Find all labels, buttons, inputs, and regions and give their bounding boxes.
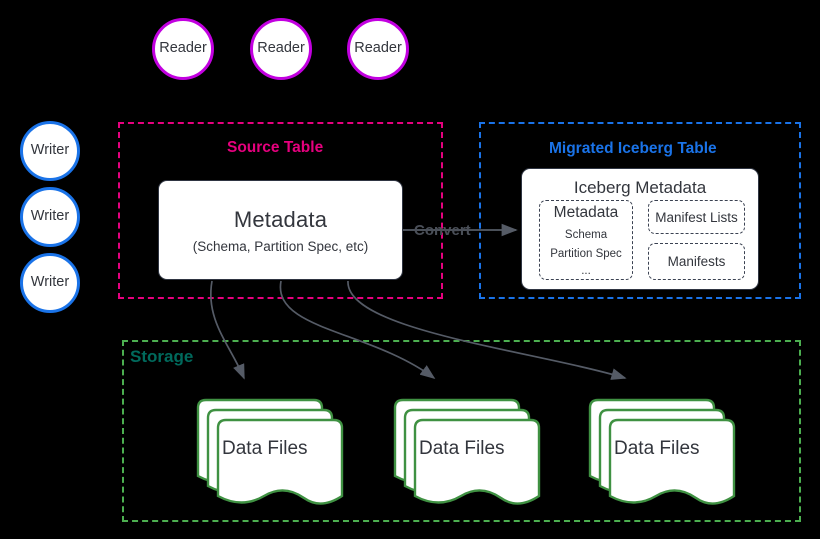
convert-label: Convert: [414, 222, 471, 239]
writer-node-3[interactable]: Writer: [20, 253, 80, 313]
iceberg-metadata-heading: Iceberg Metadata: [573, 178, 707, 197]
manifests-label: Manifests: [667, 254, 726, 269]
reader-node-3[interactable]: Reader: [347, 18, 409, 80]
source-table-title: Source Table: [227, 139, 324, 156]
writer-label: Writer: [30, 274, 70, 291]
data-files-label: Data Files: [419, 438, 505, 459]
reader-node-2[interactable]: Reader: [250, 18, 312, 80]
iceberg-metadata-line2: Schema: [564, 228, 608, 241]
manifest-lists-box[interactable]: Manifest Lists: [648, 200, 745, 234]
reader-label: Reader: [257, 40, 305, 57]
iceberg-metadata-line3: Partition Spec: [550, 247, 622, 260]
reader-node-1[interactable]: Reader: [152, 18, 214, 80]
iceberg-metadata-line1: Metadata: [553, 203, 619, 221]
data-files-stack-2[interactable]: Data Files: [393, 398, 543, 505]
data-files-stack-3[interactable]: Data Files: [588, 398, 738, 505]
storage-title: Storage: [130, 347, 194, 366]
writer-label: Writer: [30, 208, 70, 225]
reader-label: Reader: [159, 40, 207, 57]
manifest-lists-label: Manifest Lists: [655, 209, 738, 225]
iceberg-metadata-line4: ...: [581, 264, 591, 277]
iceberg-metadata-panel[interactable]: Iceberg Metadata Metadata Schema Partiti…: [521, 168, 759, 290]
source-metadata-box[interactable]: Metadata (Schema, Partition Spec, etc): [158, 180, 403, 280]
manifests-box[interactable]: Manifests: [648, 243, 745, 280]
iceberg-table-title: Migrated Iceberg Table: [549, 140, 717, 157]
writer-node-2[interactable]: Writer: [20, 187, 80, 247]
writer-label: Writer: [30, 142, 70, 159]
writer-node-1[interactable]: Writer: [20, 121, 80, 181]
reader-label: Reader: [354, 40, 402, 57]
data-files-label: Data Files: [222, 438, 308, 459]
iceberg-metadata-box[interactable]: Metadata Schema Partition Spec ...: [539, 200, 633, 280]
source-metadata-title: Metadata: [233, 206, 328, 232]
iceberg-table-group: [479, 122, 801, 299]
source-metadata-subtitle: (Schema, Partition Spec, etc): [192, 238, 369, 254]
data-files-stack-1[interactable]: Data Files: [196, 398, 346, 505]
data-files-label: Data Files: [614, 438, 700, 459]
